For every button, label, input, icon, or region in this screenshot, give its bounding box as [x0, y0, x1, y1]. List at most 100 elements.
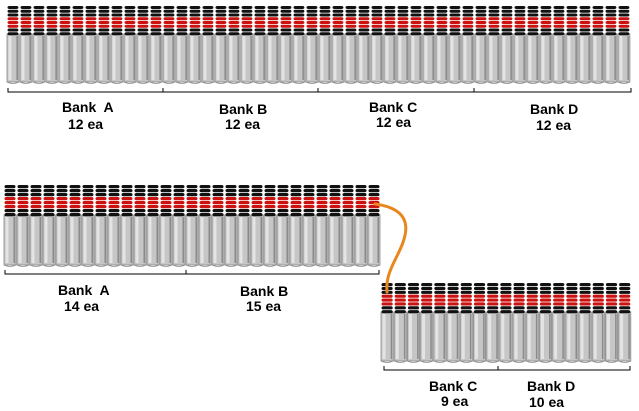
top-cell [591, 6, 605, 84]
top-cell [240, 6, 254, 84]
top-cell [565, 6, 579, 84]
bot-cell [420, 283, 434, 363]
bot-cell [380, 283, 394, 363]
top-cell [71, 6, 85, 84]
top-cell [110, 6, 124, 84]
mid-cell [263, 185, 277, 267]
top-cell [305, 6, 319, 84]
bot-cell [486, 283, 500, 363]
top-cell [214, 6, 228, 84]
top-cell [357, 6, 371, 84]
top-cell [578, 6, 592, 84]
mid-cell [68, 185, 82, 267]
mid-cell [94, 185, 108, 267]
bot-cell [618, 283, 632, 363]
bot-cell [393, 283, 407, 363]
top-cell [617, 6, 631, 84]
top-cell [435, 6, 449, 84]
top-cell [266, 6, 280, 84]
top-cell [136, 6, 150, 84]
middle-bank-brackets [4, 270, 380, 275]
mid-cell [172, 185, 186, 267]
bot-cell [565, 283, 579, 363]
bot-cell [433, 283, 447, 363]
bot-cell [512, 283, 526, 363]
mid-cell [315, 185, 329, 267]
bot-cell [446, 283, 460, 363]
top-cell [409, 6, 423, 84]
top-bank-brackets [7, 88, 632, 93]
mid-cell [354, 185, 368, 267]
top-cell [97, 6, 111, 84]
middle-battery-row [3, 185, 381, 267]
bank-b-bracket [162, 88, 319, 93]
bot-cell [552, 283, 566, 363]
mid-cell [328, 185, 342, 267]
top-cell [19, 6, 33, 84]
top-cell [292, 6, 306, 84]
top-cell [539, 6, 553, 84]
mid-cell [289, 185, 303, 267]
top-cell [149, 6, 163, 84]
mid-cell [302, 185, 316, 267]
top-cell [526, 6, 540, 84]
top-cell [461, 6, 475, 84]
mid-cell [81, 185, 95, 267]
top-bank-b-name: Bank B [219, 101, 267, 117]
top-bank-a-name: Bank A [62, 99, 114, 115]
mid-cell [224, 185, 238, 267]
top-cell [253, 6, 267, 84]
mid-cell [341, 185, 355, 267]
top-bank-b-count: 12 ea [225, 116, 260, 132]
mid-cell [185, 185, 199, 267]
top-cell [370, 6, 384, 84]
top-cell [474, 6, 488, 84]
mid-cell [237, 185, 251, 267]
mid-cell [42, 185, 56, 267]
top-bank-c-count: 12 ea [376, 114, 411, 130]
top-cell [604, 6, 618, 84]
top-battery-row [6, 6, 631, 84]
bot-cell [525, 283, 539, 363]
bank-d-bracket [497, 366, 631, 371]
mid-cell [120, 185, 134, 267]
top-cell [344, 6, 358, 84]
bot-bank-d-name: Bank D [527, 378, 575, 394]
bot-cell [578, 283, 592, 363]
mid-cell [107, 185, 121, 267]
bank-a-bracket [7, 88, 164, 93]
jumper-cable-icon [373, 202, 408, 294]
top-cell [188, 6, 202, 84]
top-cell [32, 6, 46, 84]
top-cell [45, 6, 59, 84]
bank-c-bracket [383, 366, 499, 371]
mid-cell [3, 185, 17, 267]
mid-cell [276, 185, 290, 267]
mid-bank-a-name: Bank A [58, 282, 110, 298]
top-bank-a-count: 12 ea [68, 116, 103, 132]
top-cell [162, 6, 176, 84]
mid-cell [159, 185, 173, 267]
bot-cell [459, 283, 473, 363]
bot-cell [605, 283, 619, 363]
top-cell [487, 6, 501, 84]
mid-cell [211, 185, 225, 267]
bank-b-bracket [185, 270, 380, 275]
top-cell [331, 6, 345, 84]
top-cell [201, 6, 215, 84]
top-cell [500, 6, 514, 84]
mid-bank-a-count: 14 ea [64, 298, 99, 314]
top-bank-d-name: Bank D [530, 101, 578, 117]
bot-cell [472, 283, 486, 363]
bottom-bank-brackets [383, 366, 631, 371]
mid-bank-b-name: Bank B [240, 283, 288, 299]
bot-bank-c-count: 9 ea [441, 393, 468, 409]
top-cell [552, 6, 566, 84]
mid-cell [146, 185, 160, 267]
bot-cell [591, 283, 605, 363]
top-cell [227, 6, 241, 84]
bank-a-bracket [4, 270, 187, 275]
bot-bank-c-name: Bank C [429, 378, 477, 394]
mid-cell [29, 185, 43, 267]
